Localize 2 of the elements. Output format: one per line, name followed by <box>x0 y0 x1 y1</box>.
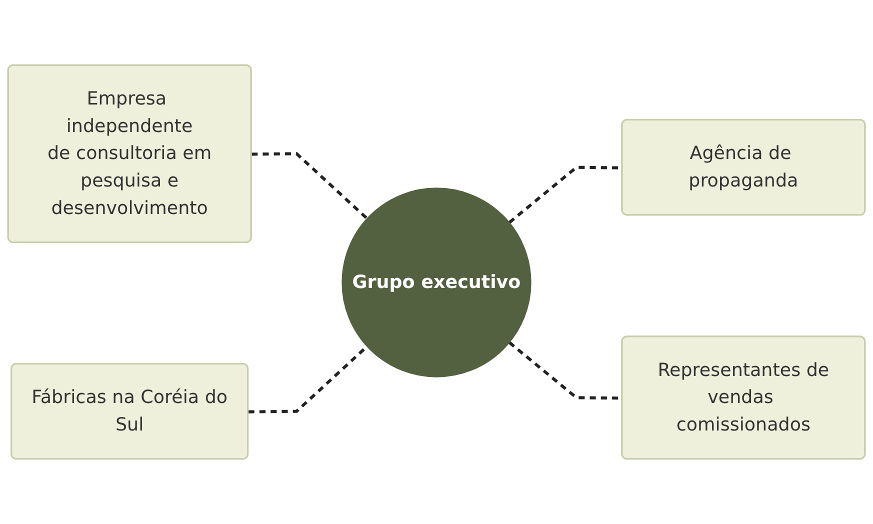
node-circle: Grupo executivo <box>342 188 532 378</box>
connector <box>252 152 368 220</box>
